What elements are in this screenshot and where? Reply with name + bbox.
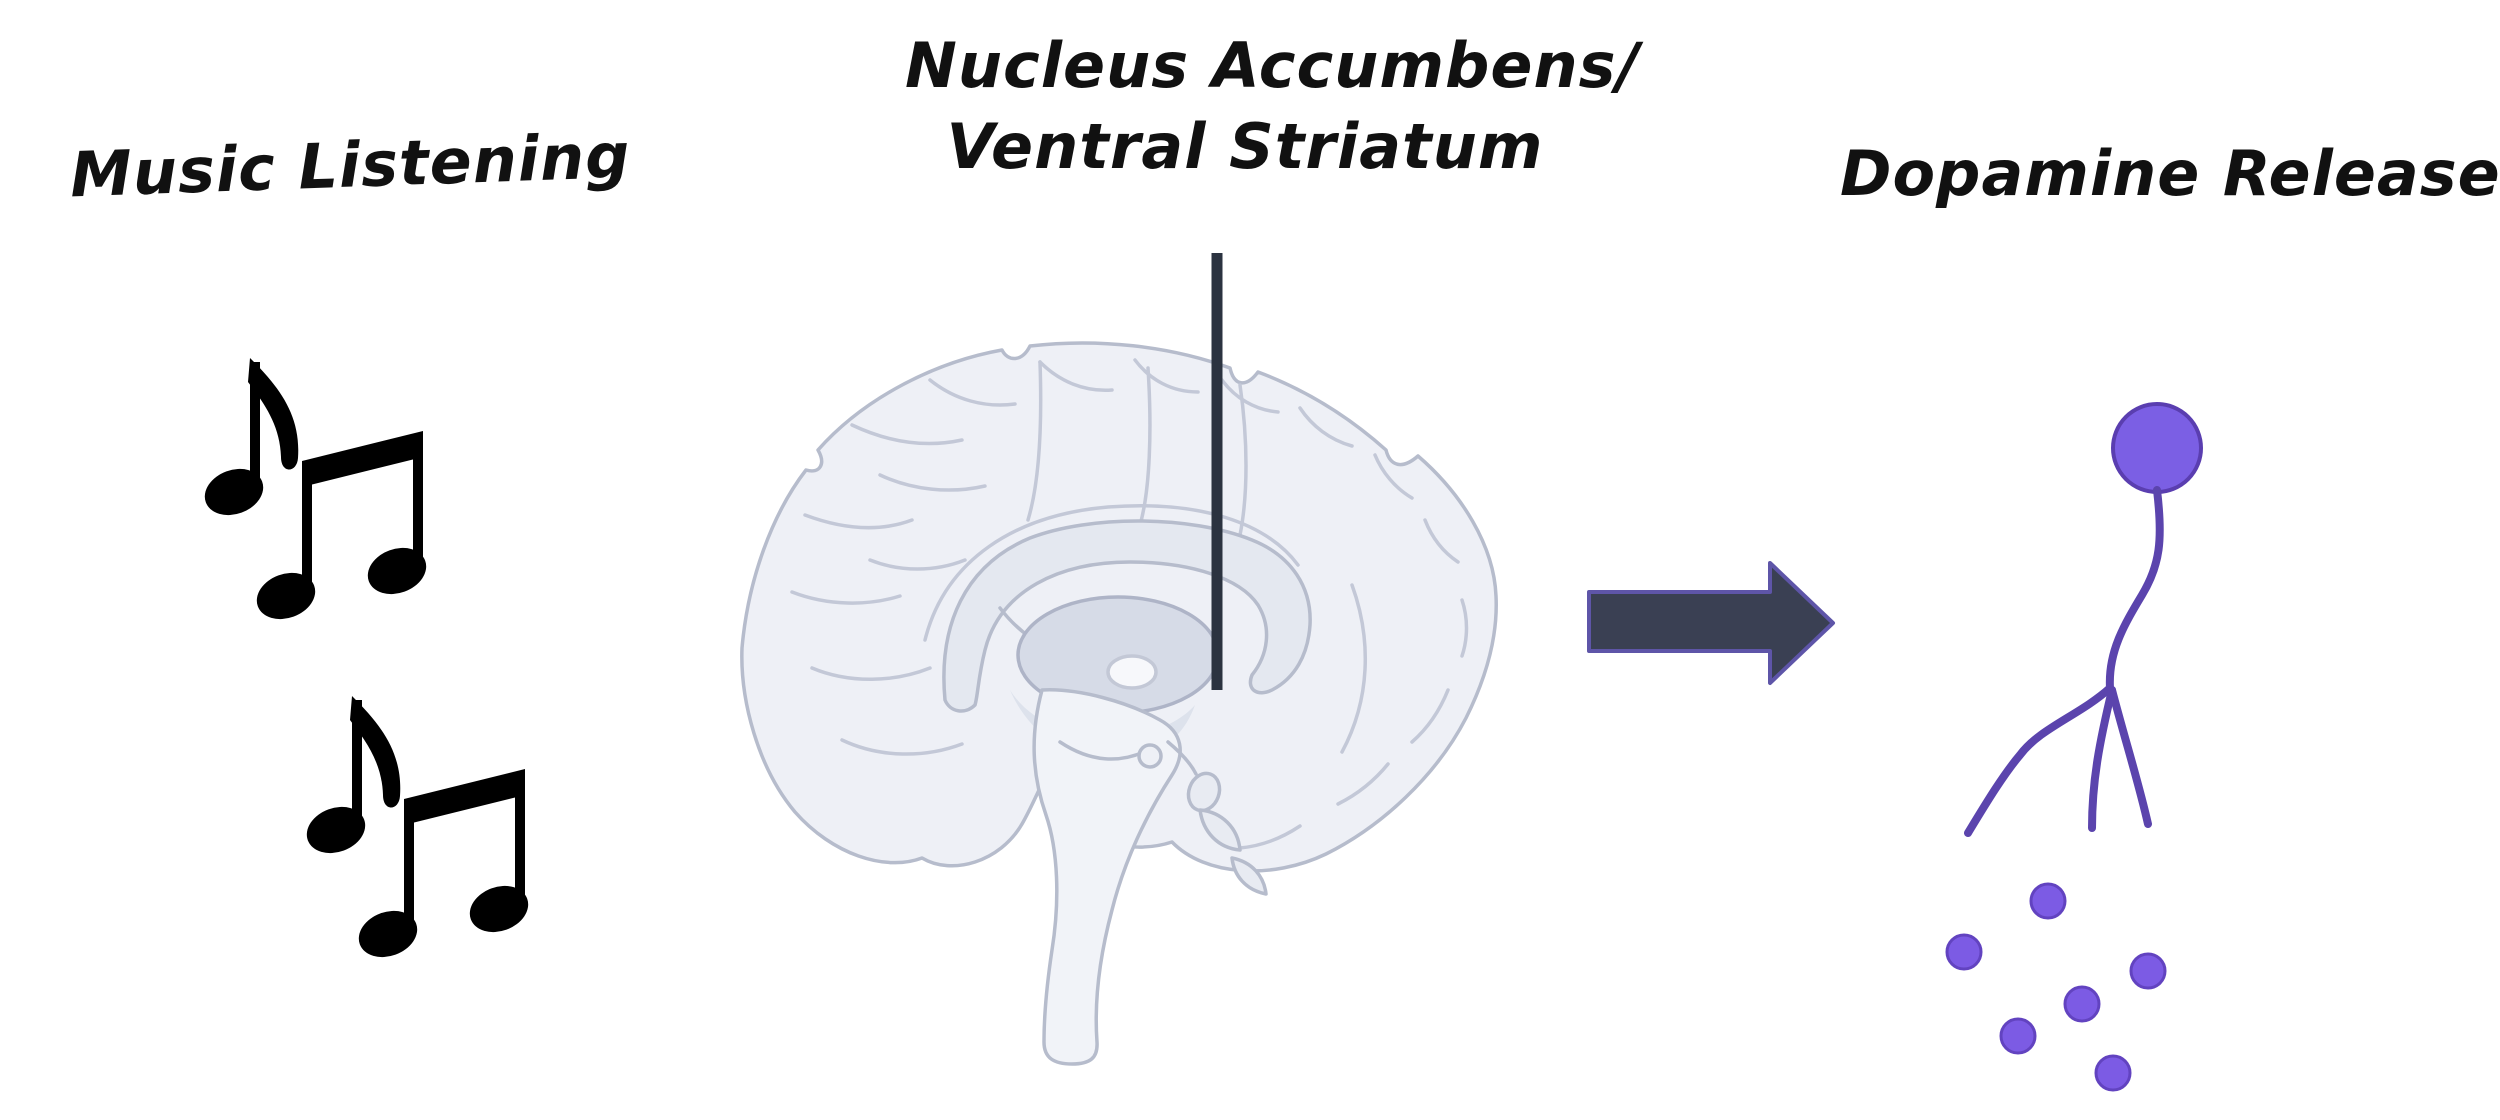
dopamine-dot (2129, 952, 2167, 990)
music-note-group (204, 358, 427, 620)
dopamine-neuron-icon (1964, 402, 2203, 837)
beamed-note-head-right (367, 547, 427, 595)
eighth-note-flag (248, 358, 299, 470)
pituitary-gland (1186, 771, 1222, 813)
music-notes-icon (204, 358, 535, 965)
axon-branch-middle (2088, 686, 2116, 832)
dopamine-dots (1945, 882, 2167, 1092)
neuron-soma (2111, 402, 2203, 494)
axon-trunk (2105, 486, 2164, 692)
nucleus-accumbens-label-line1: Nucleus Accumbens/ (905, 29, 1641, 102)
dopamine-dot (1945, 933, 1983, 971)
axon-branch-right (2108, 686, 2152, 828)
nucleus-accumbens-label-line2: Ventral Striatum (946, 109, 1544, 183)
beamed-note-stem-left (302, 467, 312, 592)
nucleus-accumbens-label: Nucleus Accumbens/ Ventral Striatum (905, 26, 1641, 187)
dopamine-dot (1999, 1017, 2037, 1055)
interthalamic-adhesion (1106, 654, 1158, 690)
eighth-note-stem (250, 362, 260, 490)
beamed-notes-beam (302, 431, 423, 487)
cerebellar-stump-1 (1198, 808, 1242, 852)
music-note-group-2 (300, 696, 535, 965)
beamed-note-stem-right (413, 439, 423, 564)
eighth-note-head (204, 468, 264, 516)
axon-branch-left (1964, 684, 2114, 837)
mammillary-body (1137, 743, 1163, 769)
neuron-axon (1964, 486, 2164, 837)
dopamine-dot (2094, 1054, 2132, 1092)
pituitary-stalk (1166, 740, 1198, 776)
brain-sagittal-illustration (740, 341, 1498, 1066)
dopamine-dot (2029, 882, 2067, 920)
beamed-note-head-left (256, 572, 316, 620)
dopamine-release-label: Dopamine Release (1840, 137, 2500, 210)
brainstem (1032, 688, 1182, 1066)
cerebellar-stump-2 (1230, 856, 1268, 896)
block-arrow-right-icon (1587, 561, 1835, 685)
brain-sulci (790, 358, 1469, 850)
dopamine-dot (2063, 985, 2101, 1023)
